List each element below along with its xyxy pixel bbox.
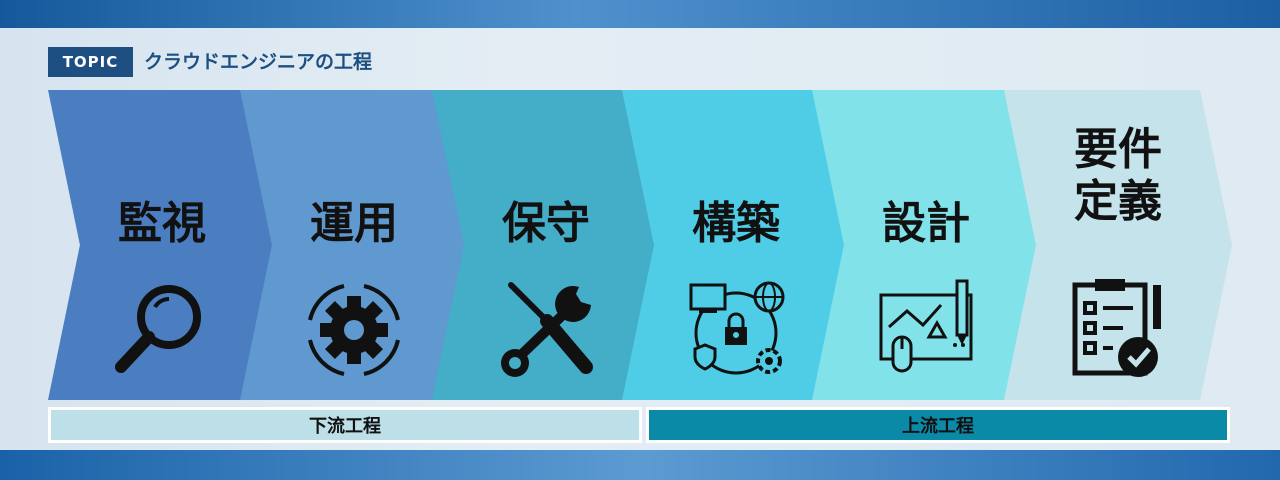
step-label: 設計 [882, 198, 970, 249]
magnifier-icon [115, 285, 201, 373]
topic-title: クラウドエンジニアの工程 [144, 51, 373, 73]
step-maintenance: 保守 [432, 90, 660, 400]
tools-icon [501, 282, 593, 377]
step-label: 要件 定義 [1074, 124, 1162, 227]
step-monitoring: 監視 [48, 90, 276, 400]
gear-cycle-icon [308, 284, 400, 376]
step-design: 設計 [812, 90, 1040, 400]
checklist-icon [1072, 279, 1161, 377]
step-label: 監視 [118, 198, 206, 249]
network-security-icon [689, 281, 785, 375]
step-build: 構築 [622, 90, 850, 400]
upstream-process-bar: 上流工程 [646, 407, 1230, 443]
step-label: 保守 [502, 198, 590, 249]
step-operation: 運用 [240, 90, 468, 400]
blueprint-icon [879, 279, 973, 373]
header-band [0, 0, 1280, 28]
step-label: 運用 [310, 198, 398, 249]
step-label: 構築 [692, 198, 780, 249]
downstream-process-bar: 下流工程 [48, 407, 642, 443]
step-requirements: 要件 定義 [1004, 90, 1232, 400]
topic-badge: TOPIC [48, 47, 133, 77]
footer-band [0, 450, 1280, 480]
